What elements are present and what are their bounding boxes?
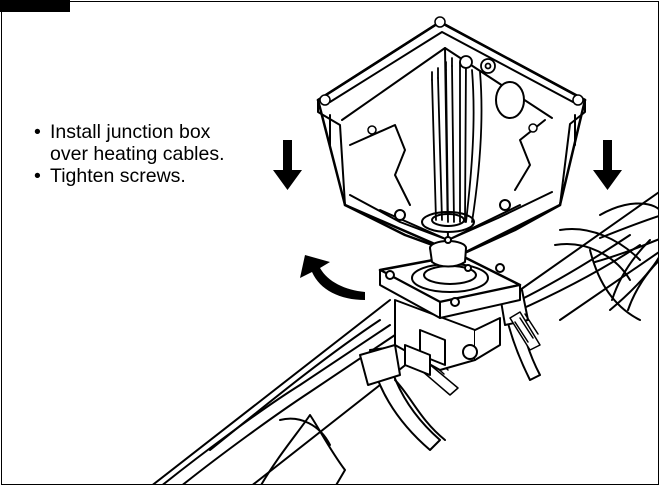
junction-box <box>316 16 587 268</box>
bullet-glyph: • <box>34 165 41 187</box>
instruction-item: • Install junction box over heating cabl… <box>34 121 240 165</box>
instruction-text: Tighten screws. <box>50 165 186 187</box>
heating-cables <box>162 234 641 484</box>
down-arrow-icon <box>273 140 302 190</box>
mounting-plate <box>378 253 522 319</box>
down-arrow-icon <box>593 140 622 190</box>
instruction-list: • Install junction box over heating cabl… <box>34 121 240 187</box>
corner-tab <box>0 0 70 12</box>
bullet-glyph: • <box>34 121 41 143</box>
junction-base <box>394 299 501 376</box>
instruction-item: • Tighten screws. <box>34 165 240 187</box>
cable-leads <box>431 55 496 223</box>
curved-rotate-arrow-icon <box>300 255 365 300</box>
cable-wraps <box>260 228 641 484</box>
pipe <box>152 191 658 484</box>
instruction-text: Install junction box over heating cables… <box>50 121 225 165</box>
